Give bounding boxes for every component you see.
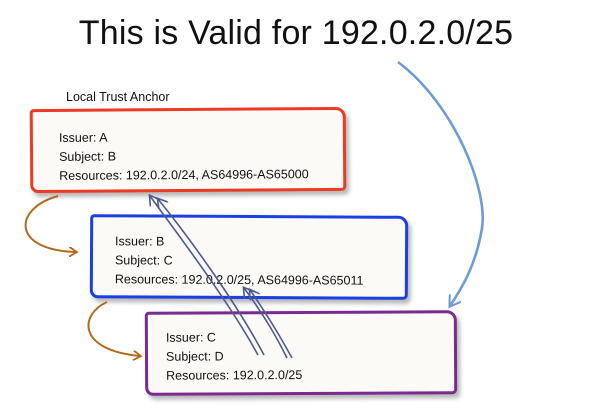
subject-label: Subject: B [58, 149, 117, 164]
resources-label: Resources: 192.0.2.0/25 [166, 367, 303, 383]
certificate-trust-anchor: Issuer: A Subject: B Resources: 192.0.2.… [29, 106, 347, 194]
subject-label: Subject: D [165, 349, 224, 364]
page-title: This is Valid for 192.0.2.0/25 [78, 14, 514, 52]
resources-label: Resources: 192.0.2.0/24, AS64996-AS65000 [59, 167, 309, 183]
resources-label: Resources: 192.0.2.0/25, AS64996-AS65011 [114, 272, 364, 288]
chain-arrow-b-to-c [87, 301, 140, 356]
local-trust-anchor-label: Local Trust Anchor [66, 90, 170, 104]
certificate-end-entity: Issuer: C Subject: D Resources: 192.0.2.… [144, 310, 458, 396]
issuer-label: Issuer: C [165, 330, 216, 345]
issuer-label: Issuer: B [115, 234, 165, 249]
subject-label: Subject: C [114, 253, 173, 268]
issuer-label: Issuer: A [58, 130, 108, 145]
title-to-end-entity-arrow [397, 60, 484, 306]
chain-arrow-a-to-b [24, 195, 76, 252]
certificate-intermediate: Issuer: B Subject: C Resources: 192.0.2.… [89, 214, 409, 300]
